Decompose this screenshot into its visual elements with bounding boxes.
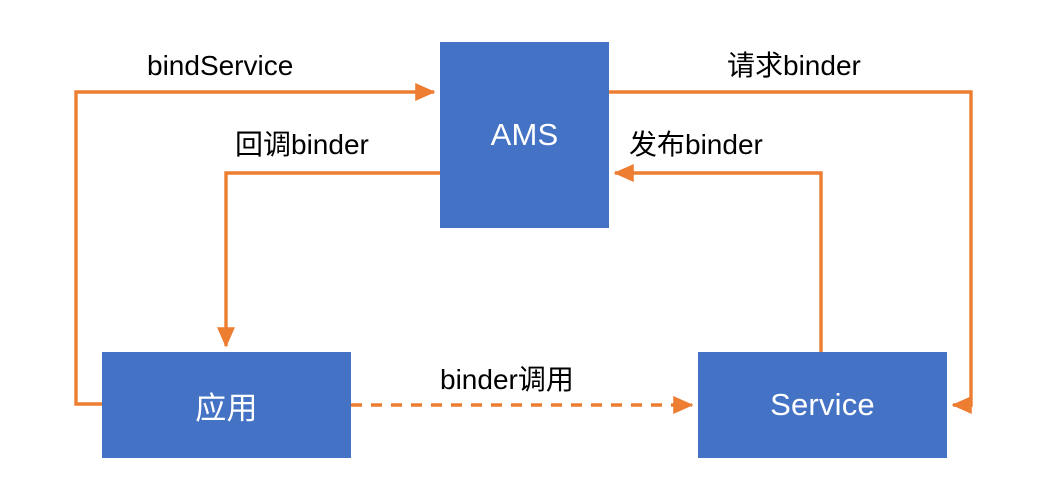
node-ams-label: AMS [490, 117, 559, 152]
edge-label-bind-service: bindService [147, 50, 294, 81]
node-app[interactable]: 应用 [102, 352, 351, 458]
node-ams[interactable]: AMS [440, 42, 609, 228]
edge-publish-binder-path [613, 164, 823, 352]
node-service[interactable]: Service [698, 352, 947, 458]
edge-label-binder-call: binder调用 [440, 364, 574, 395]
edge-label-request-binder: 请求binder [727, 50, 861, 81]
edge-label-publish-binder: 发布binder [629, 129, 763, 160]
edge-request-binder-path [609, 90, 973, 414]
node-service-label: Service [770, 387, 875, 422]
edge-bind-service-path [74, 83, 436, 406]
edge-callback-binder-path [217, 171, 440, 348]
node-app-label: 应用 [195, 390, 258, 426]
edge-label-callback-binder: 回调binder [235, 129, 369, 160]
